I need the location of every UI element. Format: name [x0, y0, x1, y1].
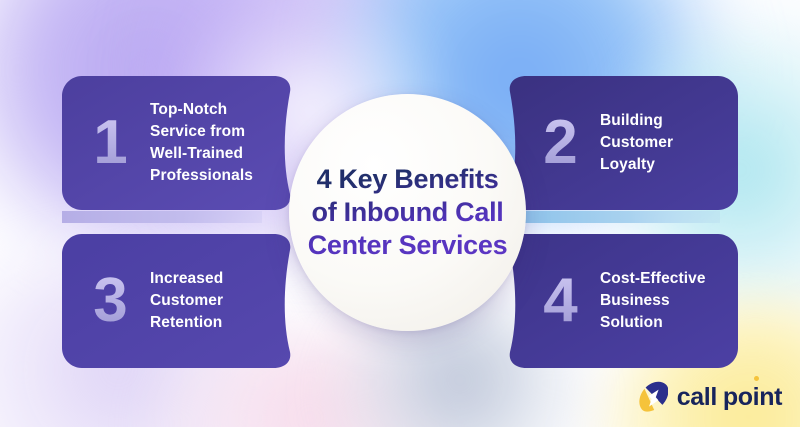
benefit-card-2-shape [508, 76, 738, 210]
benefit-card-2-title: Building Customer Loyalty [600, 112, 674, 173]
benefit-card-2-number: 2 [530, 112, 590, 174]
divider-left [62, 211, 262, 223]
benefit-card-1[interactable]: 1 Top-Notch Service from Well-Trained Pr… [62, 76, 292, 210]
center-circle: 4 Key Benefits of Inbound Call Center Se… [289, 94, 526, 331]
callpoint-logo-icon [639, 381, 668, 412]
benefit-card-1-title: Top-Notch Service from Well-Trained Prof… [150, 101, 253, 184]
benefit-card-4[interactable]: 4 Cost-Effective Business Solution [508, 234, 738, 368]
benefit-card-4-title: Cost-Effective Business Solution [600, 270, 706, 331]
brand-logo[interactable]: call point [638, 375, 782, 413]
benefit-card-3-content: 3 Increased Customer Retention [62, 234, 292, 368]
benefit-card-1-shape [62, 76, 292, 210]
benefit-card-3-shape [62, 234, 292, 368]
logo-word-call: call [676, 382, 718, 411]
divider-right [520, 211, 720, 223]
benefit-card-3[interactable]: 3 Increased Customer Retention [62, 234, 292, 368]
benefit-card-4-shape [508, 234, 738, 368]
benefit-card-3-title: Increased Customer Retention [150, 270, 224, 331]
logo-i-dot [753, 375, 760, 381]
callpoint-logo-text: call point [676, 375, 782, 411]
benefit-card-4-number: 4 [530, 270, 590, 332]
logo-word-point: point [722, 382, 782, 411]
benefit-card-2[interactable]: 2 Building Customer Loyalty [508, 76, 738, 210]
benefit-card-3-number: 3 [80, 270, 140, 332]
benefit-card-2-content: 2 Building Customer Loyalty [508, 76, 738, 210]
benefit-card-4-content: 4 Cost-Effective Business Solution [508, 234, 738, 368]
benefit-card-1-content: 1 Top-Notch Service from Well-Trained Pr… [62, 76, 292, 210]
center-title: 4 Key Benefits of Inbound Call Center Se… [289, 163, 526, 262]
benefit-card-1-number: 1 [80, 112, 140, 174]
